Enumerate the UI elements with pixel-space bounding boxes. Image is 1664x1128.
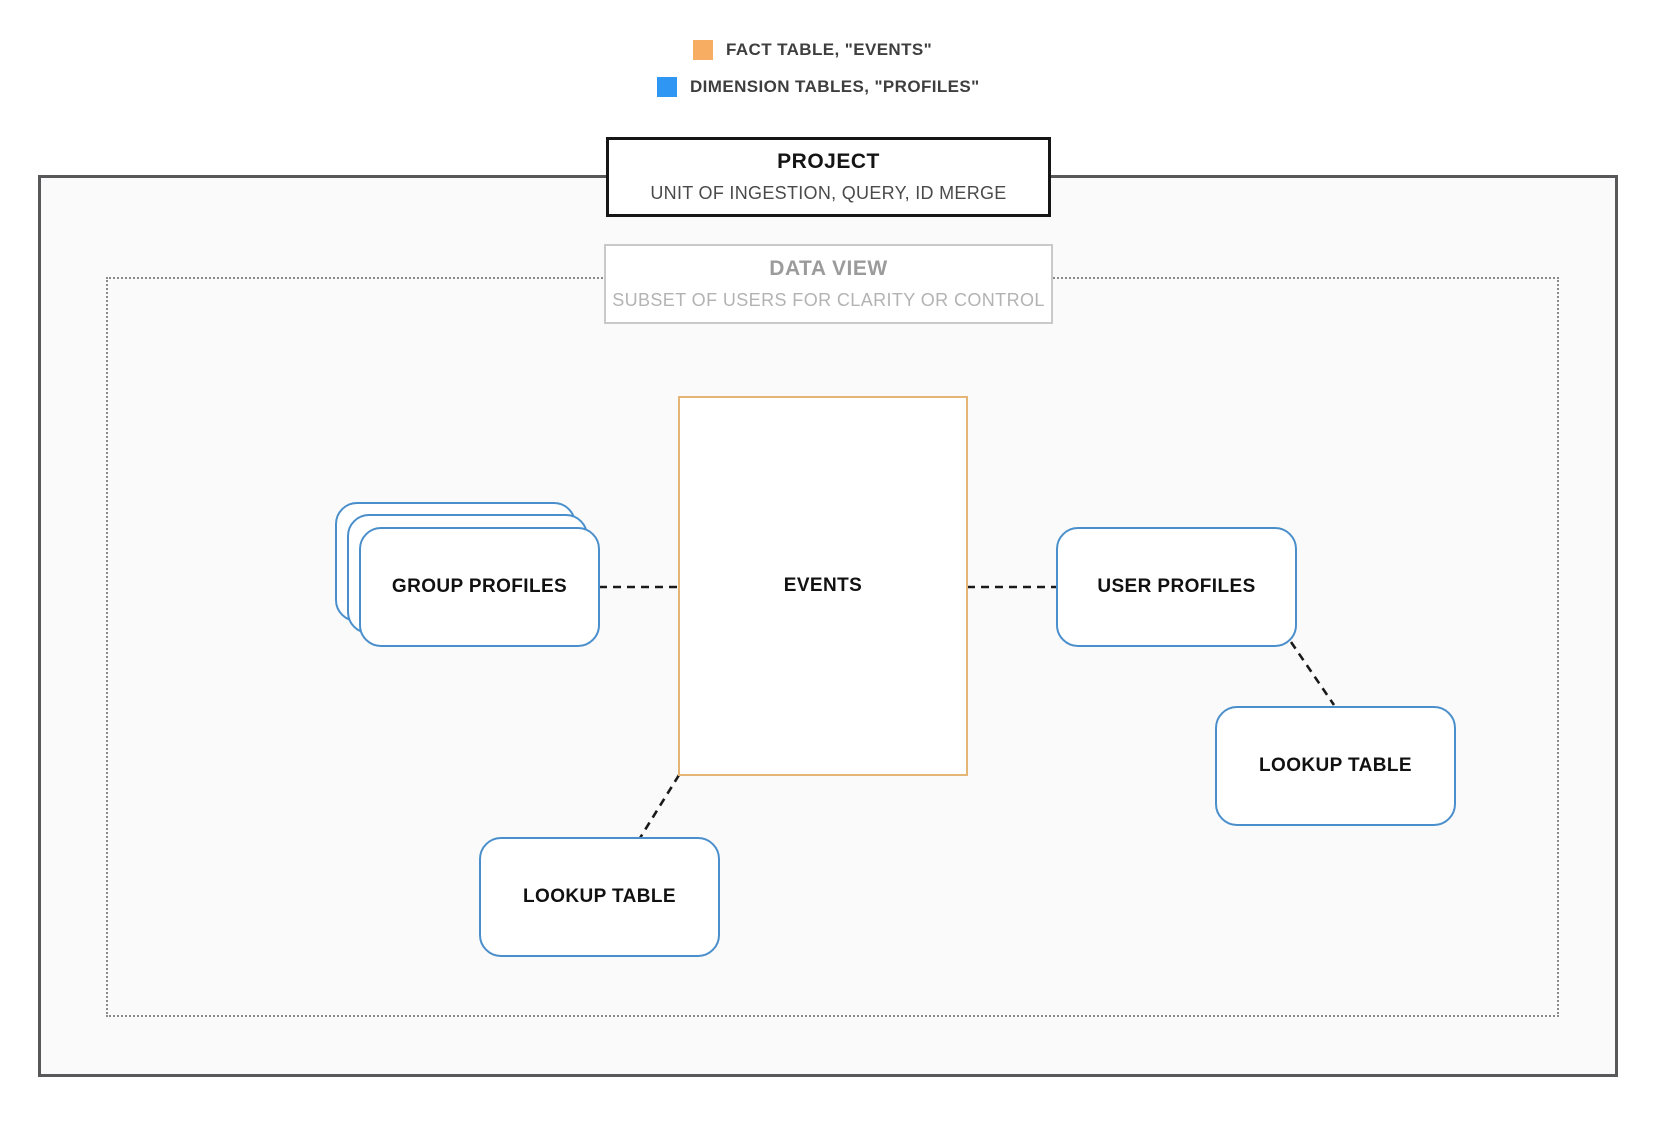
node-lookup-table-right: LOOKUP TABLE — [1215, 706, 1456, 826]
project-title: PROJECT — [777, 150, 880, 173]
node-events: EVENTS — [678, 396, 968, 776]
legend-item-dimension-tables: DIMENSION TABLES, "PROFILES" — [657, 76, 980, 98]
data-view-subtitle: SUBSET OF USERS FOR CLARITY OR CONTROL — [612, 290, 1045, 310]
fact-table-swatch — [693, 40, 713, 60]
node-user-profiles: USER PROFILES — [1056, 527, 1297, 647]
legend-label-dimension-tables: DIMENSION TABLES, "PROFILES" — [690, 77, 980, 96]
node-user-profiles-label: USER PROFILES — [1097, 576, 1256, 597]
node-lookup-table-bottom: LOOKUP TABLE — [479, 837, 720, 957]
node-group-profiles-label: GROUP PROFILES — [391, 576, 568, 597]
node-group-profiles: GROUP PROFILES — [359, 527, 600, 647]
project-subtitle: UNIT OF INGESTION, QUERY, ID MERGE — [650, 183, 1007, 203]
legend-label-fact-table: FACT TABLE, "EVENTS" — [726, 40, 933, 59]
data-view-title: DATA VIEW — [769, 257, 888, 280]
node-lookup-table-right-label: LOOKUP TABLE — [1259, 755, 1412, 776]
data-view-box: DATA VIEW SUBSET OF USERS FOR CLARITY OR… — [604, 244, 1053, 324]
legend-item-fact-table: FACT TABLE, "EVENTS" — [693, 39, 932, 61]
project-box: PROJECT UNIT OF INGESTION, QUERY, ID MER… — [606, 137, 1051, 217]
node-events-label: EVENTS — [783, 575, 863, 596]
dimension-tables-swatch — [657, 77, 677, 97]
node-lookup-table-bottom-label: LOOKUP TABLE — [523, 886, 676, 907]
